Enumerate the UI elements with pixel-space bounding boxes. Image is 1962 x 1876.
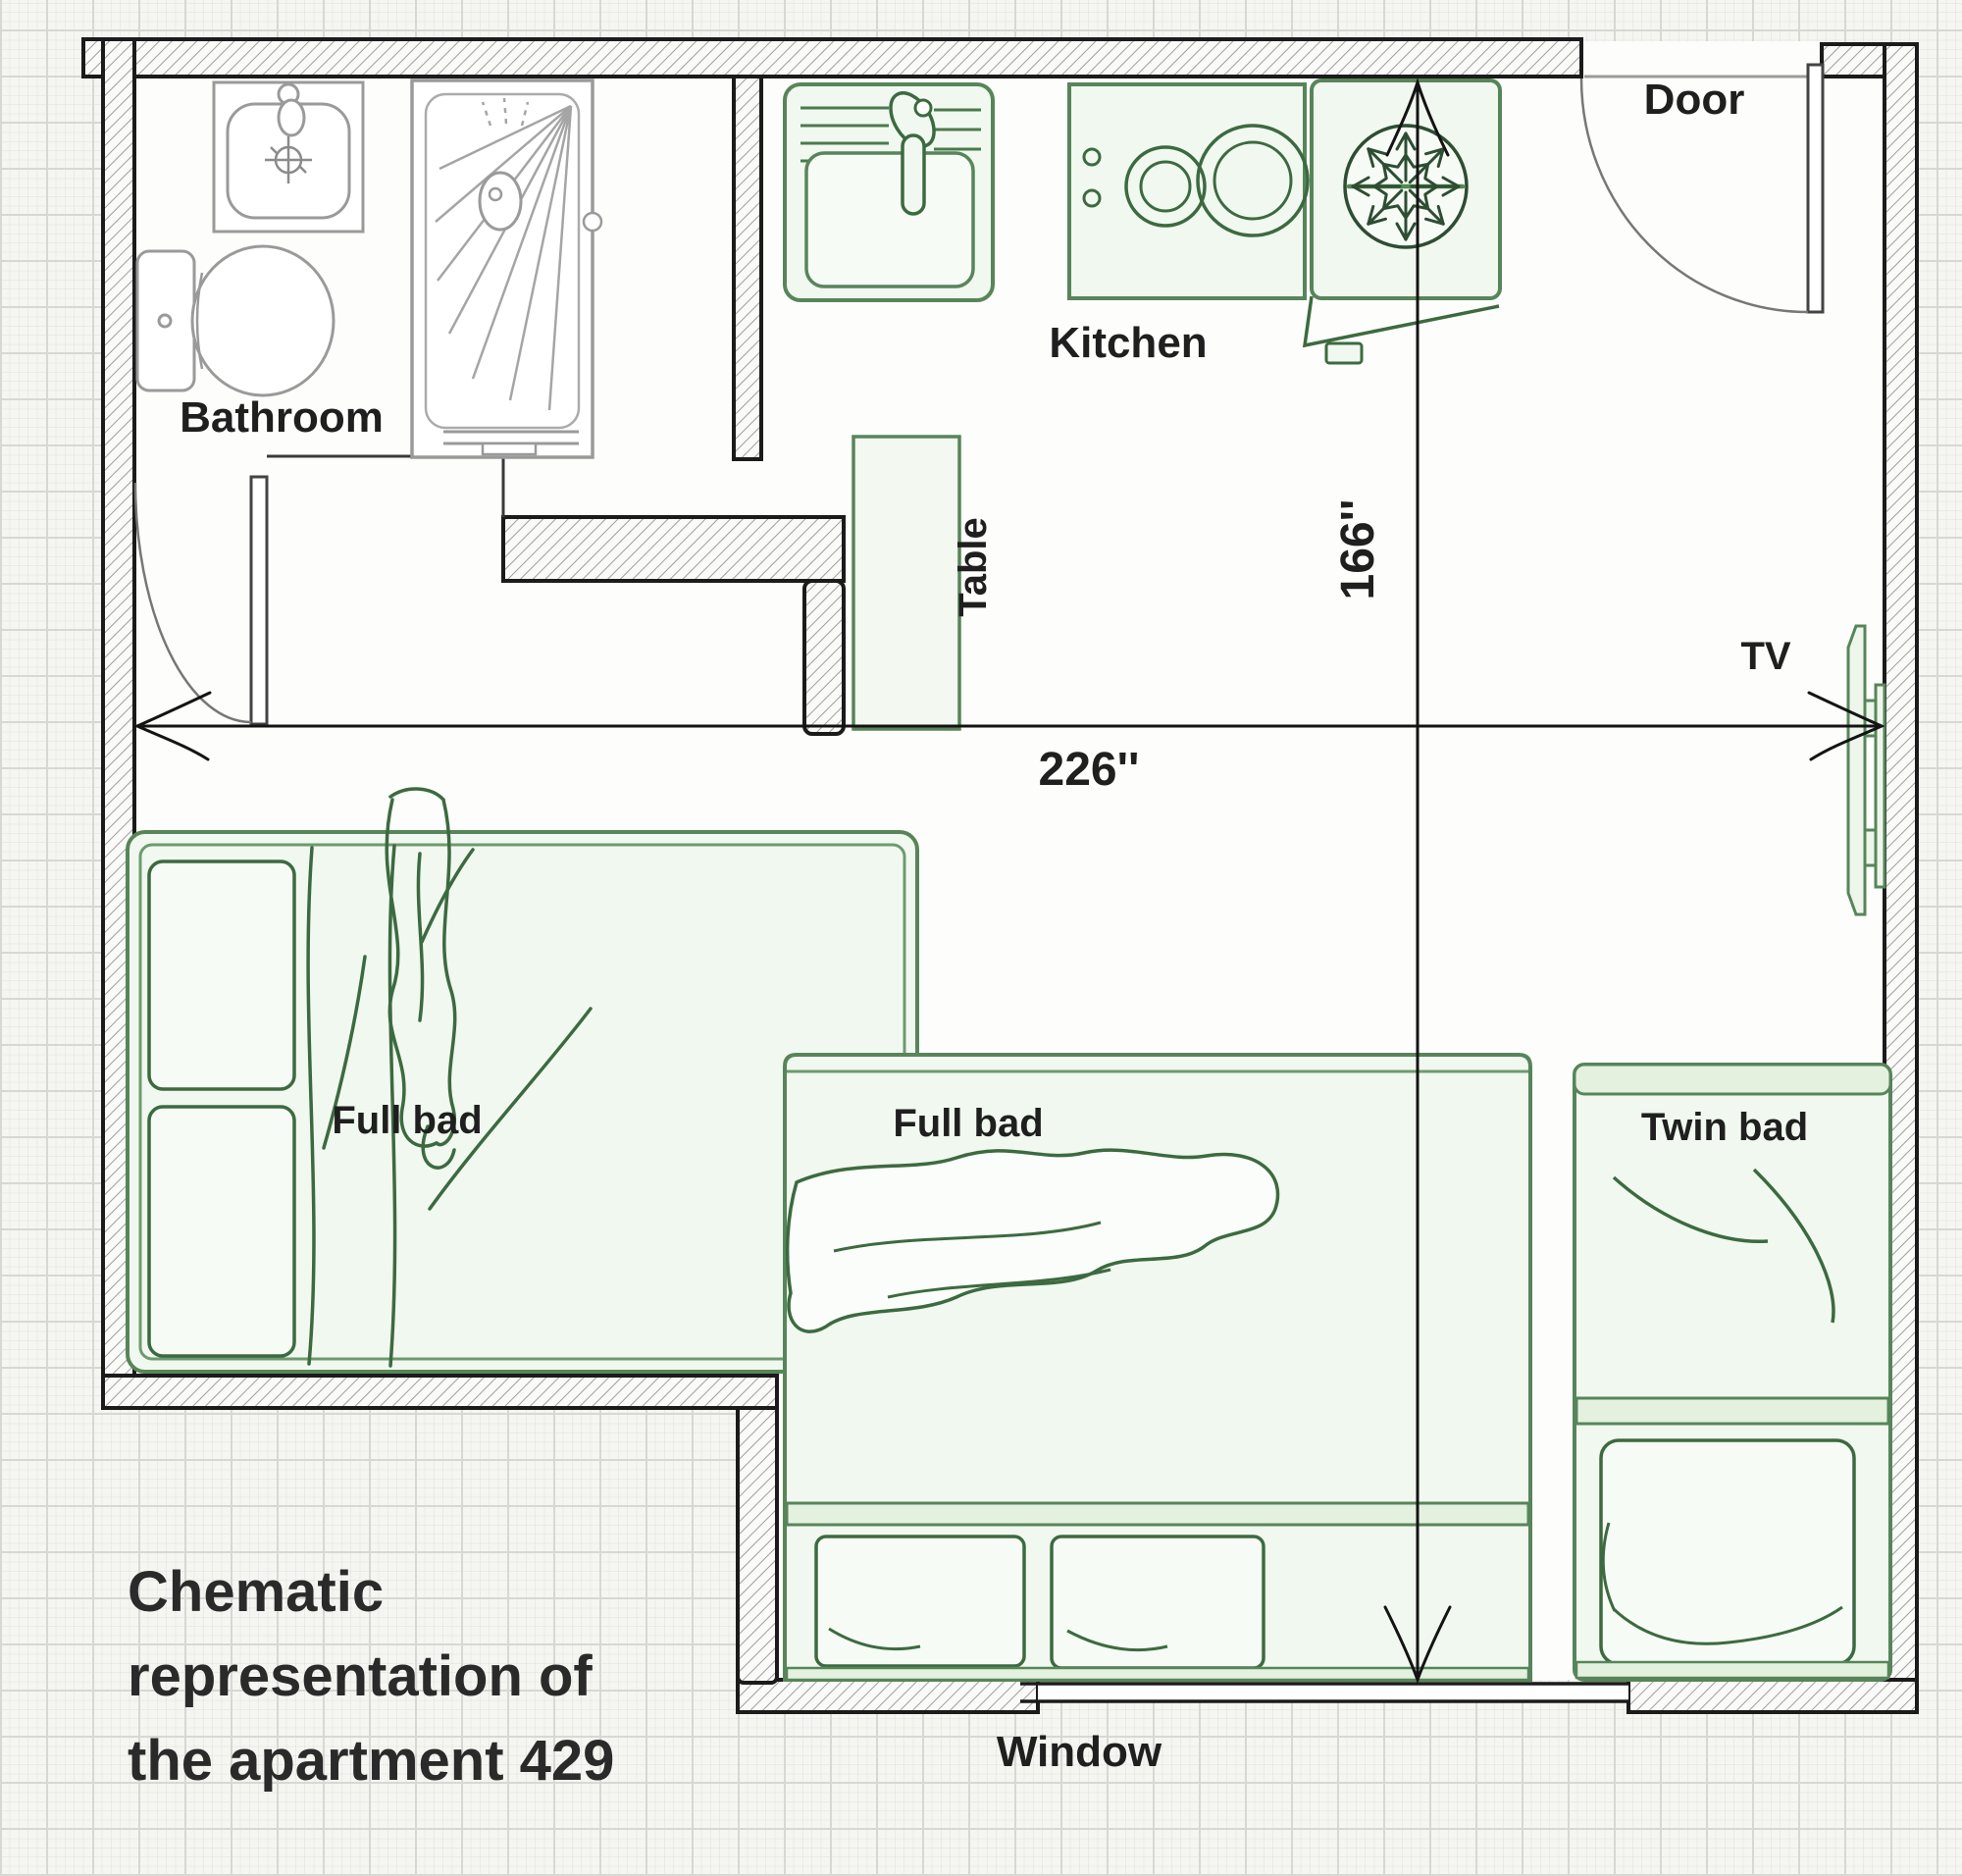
wall-bottom-right [1626,1678,1919,1714]
entry-opening [1581,41,1822,77]
wall-hall-horizontal [501,515,846,583]
table-label: Table [952,517,995,617]
bathroom-label: Bathroom [180,393,384,442]
window-icon [1020,1682,1628,1703]
toilet-icon [135,244,336,397]
wall-hall-leg [802,579,846,736]
bed-icon-full-middle [783,1053,1532,1682]
shower-icon [410,78,603,459]
wall-top [81,37,1583,78]
full-bed-left-label: Full bad [332,1099,482,1142]
tv-icon [1846,624,1886,916]
table-icon [852,435,961,731]
dimension-arrow-icon-left [133,691,212,761]
caption-line-3: the apartment 429 [128,1729,614,1793]
dimension-arrow-icon-bottom [1383,1605,1452,1685]
wall-bottom-middle [736,1678,1040,1714]
window-label: Window [997,1728,1162,1776]
sink-icon [212,80,365,234]
dimension-arrow-icon-right [1807,691,1885,761]
dimension-width-label: 226'' [1039,744,1140,796]
caption: Chematic representation of the apartment… [128,1560,614,1793]
door-swing-icon-bathroom [133,475,269,726]
dimension-arrow-icon-top [1385,78,1450,157]
twin-bed-label: Twin bad [1641,1106,1808,1149]
snowflake-icon [1346,131,1466,241]
door-label: Door [1644,76,1745,124]
full-bed-middle-label: Full bad [893,1102,1043,1145]
fridge-snowflake-icon [1302,78,1502,365]
kitchen-sink-icon [783,82,995,302]
door-swing-icon-entry [1579,63,1825,314]
wall-left-bedroom-bottom [101,1374,779,1410]
dimension-lines [133,78,1885,1685]
stove-icon [1067,82,1310,300]
kitchen-label: Kitchen [1049,319,1207,367]
tv-label: TV [1740,635,1790,678]
caption-line-2: representation of [128,1644,593,1708]
caption-line-1: Chematic [128,1560,384,1624]
dimension-height-label: 166'' [1332,499,1384,600]
bed-icon-twin [1573,1063,1892,1682]
bed-icon-full-left [126,787,919,1374]
wall-bathroom-kitchen-divider [732,75,763,461]
